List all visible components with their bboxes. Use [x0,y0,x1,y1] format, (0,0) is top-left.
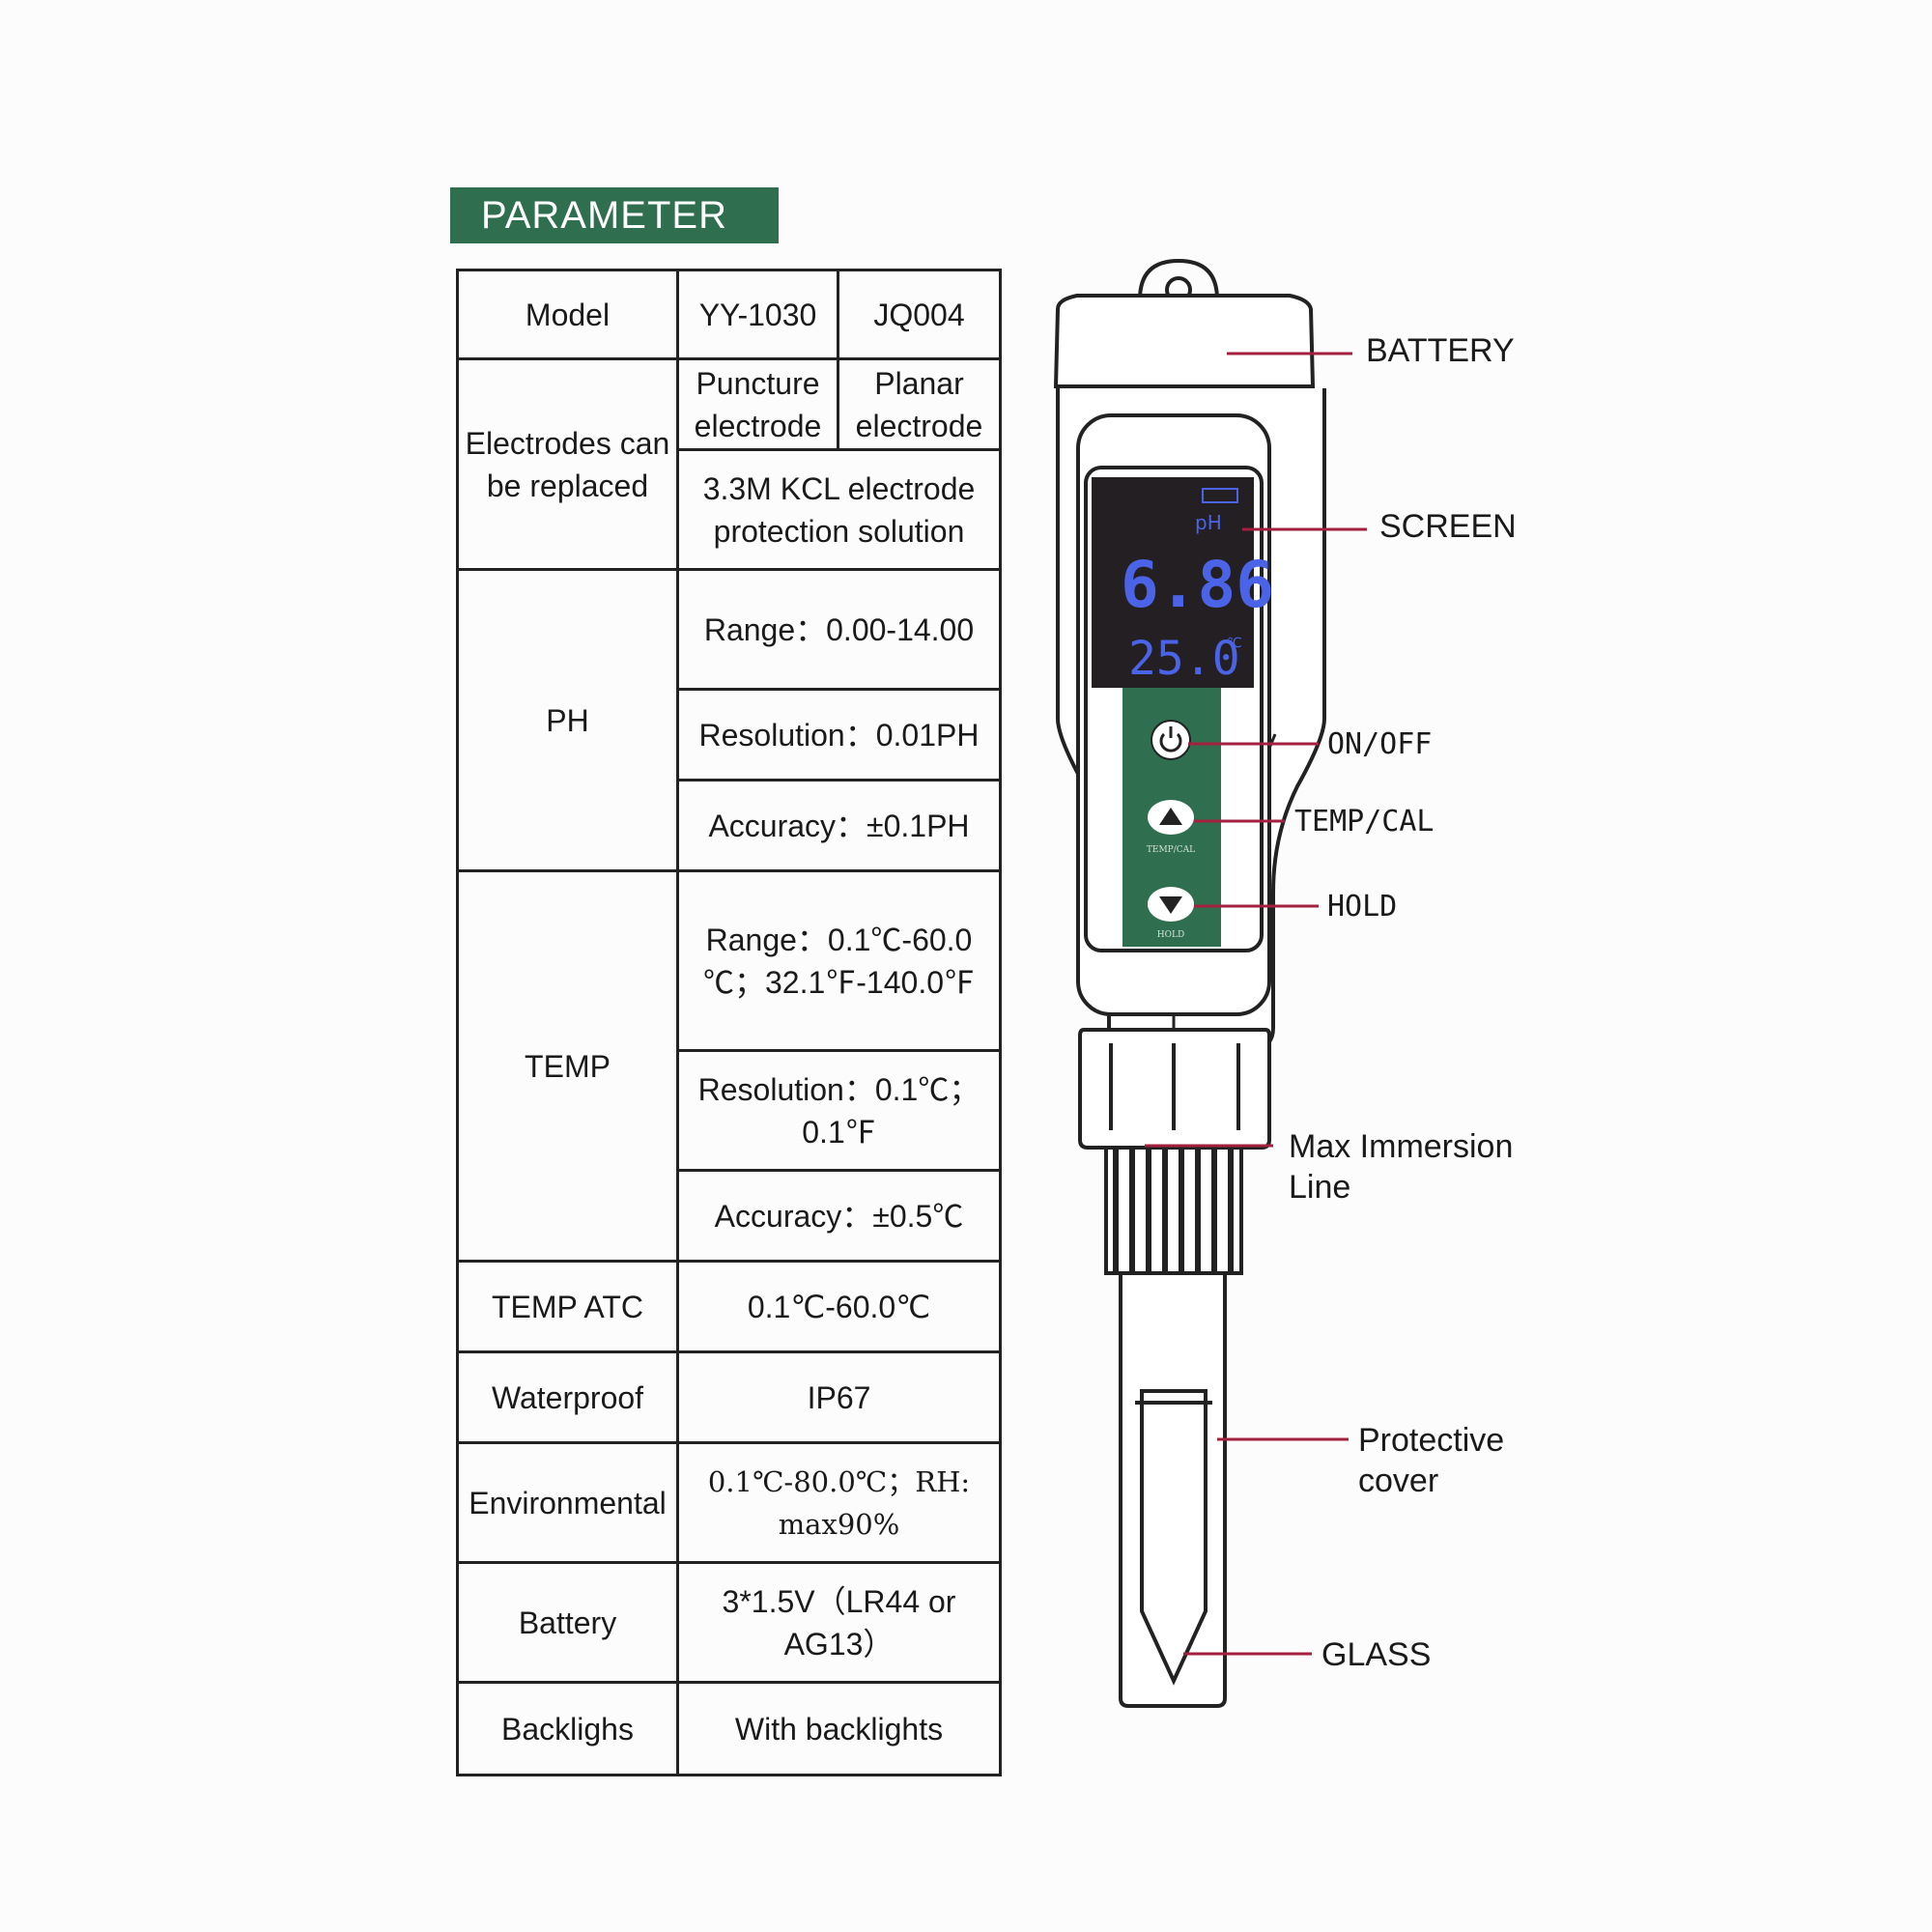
callout-screen: SCREEN [1379,508,1517,545]
battery-cap [1053,294,1316,388]
environmental-value: 0.1℃-80.0℃；RH: max90% [676,1441,1002,1564]
triangle-down-icon [1159,896,1182,914]
callout-glass: GLASS [1321,1636,1432,1673]
lcd-unit: pH [1195,511,1222,534]
temp-range: Range：0.1℃-60.0 ℃；32.1℉-140.0℉ [676,869,1002,1052]
lcd-temp-unit: ℃ [1227,636,1242,651]
battery-value: 3*1.5V（LR44 or AG13） [676,1561,1002,1684]
electrode-solution: 3.3M KCL electrode protection solution [676,448,1002,571]
atc-label: TEMP ATC [456,1260,679,1353]
model-value-1: YY-1030 [676,269,839,360]
hold-key-label: HOLD [1157,930,1184,940]
triangle-up-icon [1159,808,1182,825]
battery-label: Battery [456,1561,679,1684]
ph-label: PH [456,568,679,872]
temp-resolution: Resolution：0.1℃；0.1℉ [676,1049,1002,1172]
backlight-value: With backlights [676,1681,1002,1776]
temp-label: TEMP [456,869,679,1263]
callout-tempcal: TEMP/CAL [1294,805,1435,838]
callout-onoff: ON/OFF [1327,727,1433,761]
electrode-type-2: Planar electrode [837,357,1002,451]
lcd-reading: 6.86 [1121,548,1274,622]
temp-accuracy: Accuracy：±0.5℃ [676,1169,1002,1263]
ribbed-section [1104,1146,1243,1275]
glass-probe [1140,1389,1208,1686]
atc-value: 0.1℃-60.0℃ [676,1260,1002,1353]
hanging-loop-icon [1138,258,1219,300]
callout-protective-cover: Protective cover [1358,1422,1505,1499]
callout-battery: BATTERY [1366,332,1515,369]
waterproof-label: Waterproof [456,1350,679,1444]
environmental-label: Environmental [456,1441,679,1564]
waterproof-value: IP67 [676,1350,1002,1444]
callout-max-immersion: Max Immersion Line [1289,1128,1514,1206]
lcd-temp: 25.0 [1128,632,1240,686]
electrode-type-1: Puncture electrode [676,357,839,451]
power-button [1151,720,1191,760]
parameter-banner: PARAMETER [450,187,779,243]
model-label: Model [456,269,679,360]
battery-indicator-icon [1202,488,1238,503]
model-value-2: JQ004 [837,269,1002,360]
ph-resolution: Resolution：0.01PH [676,688,1002,781]
lcd-screen [1092,477,1254,688]
temp-cal-key-label: TEMP/CAL [1147,845,1195,855]
callout-hold: HOLD [1327,890,1398,923]
ph-accuracy: Accuracy：±0.1PH [676,779,1002,872]
spec-table: Model YY-1030 JQ004 Electrodes can be re… [456,269,1002,1776]
backlight-label: Backlighs [456,1681,679,1776]
ph-range: Range：0.00-14.00 [676,568,1002,691]
electrodes-label: Electrodes can be replaced [456,357,679,571]
power-icon [1159,726,1182,753]
